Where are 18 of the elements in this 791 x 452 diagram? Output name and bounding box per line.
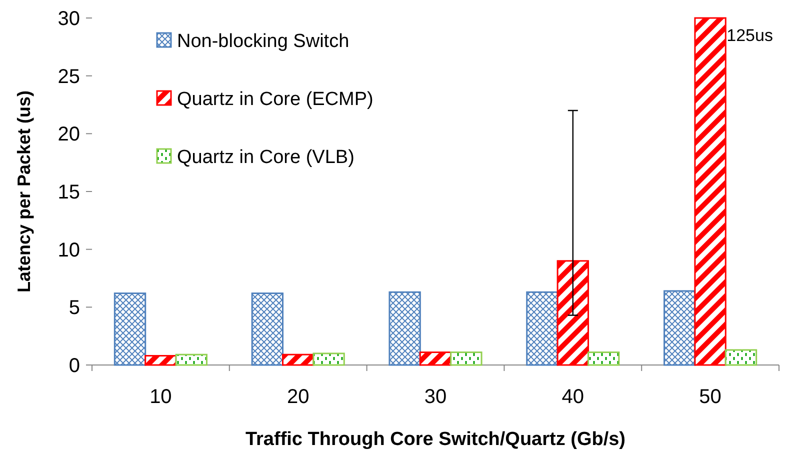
legend-label: Quartz in Core (ECMP) [177,89,374,110]
y-tick-label: 20 [58,124,80,146]
value-label: 125us [726,26,773,45]
x-tick-label: 10 [150,386,172,408]
y-tick-label: 15 [58,182,80,204]
x-tick-label: 40 [562,386,584,408]
y-tick-label: 5 [68,297,80,320]
y-tick-label: 25 [58,66,80,88]
legend-label: Quartz in Core (VLB) [177,147,354,168]
x-tick-label: 50 [699,386,722,408]
x-tick-label: 20 [286,386,310,408]
y-tick-label: 10 [58,239,80,262]
y-axis-title: Latency per Packet (us) [14,90,34,293]
x-axis-title: Traffic Through Core Switch/Quartz (Gb/s) [245,429,626,450]
x-tick-label: 30 [424,386,447,408]
legend-label: Non-blocking Switch [177,31,350,52]
y-tick-label: 0 [68,355,80,377]
y-tick-label: 30 [58,8,80,30]
